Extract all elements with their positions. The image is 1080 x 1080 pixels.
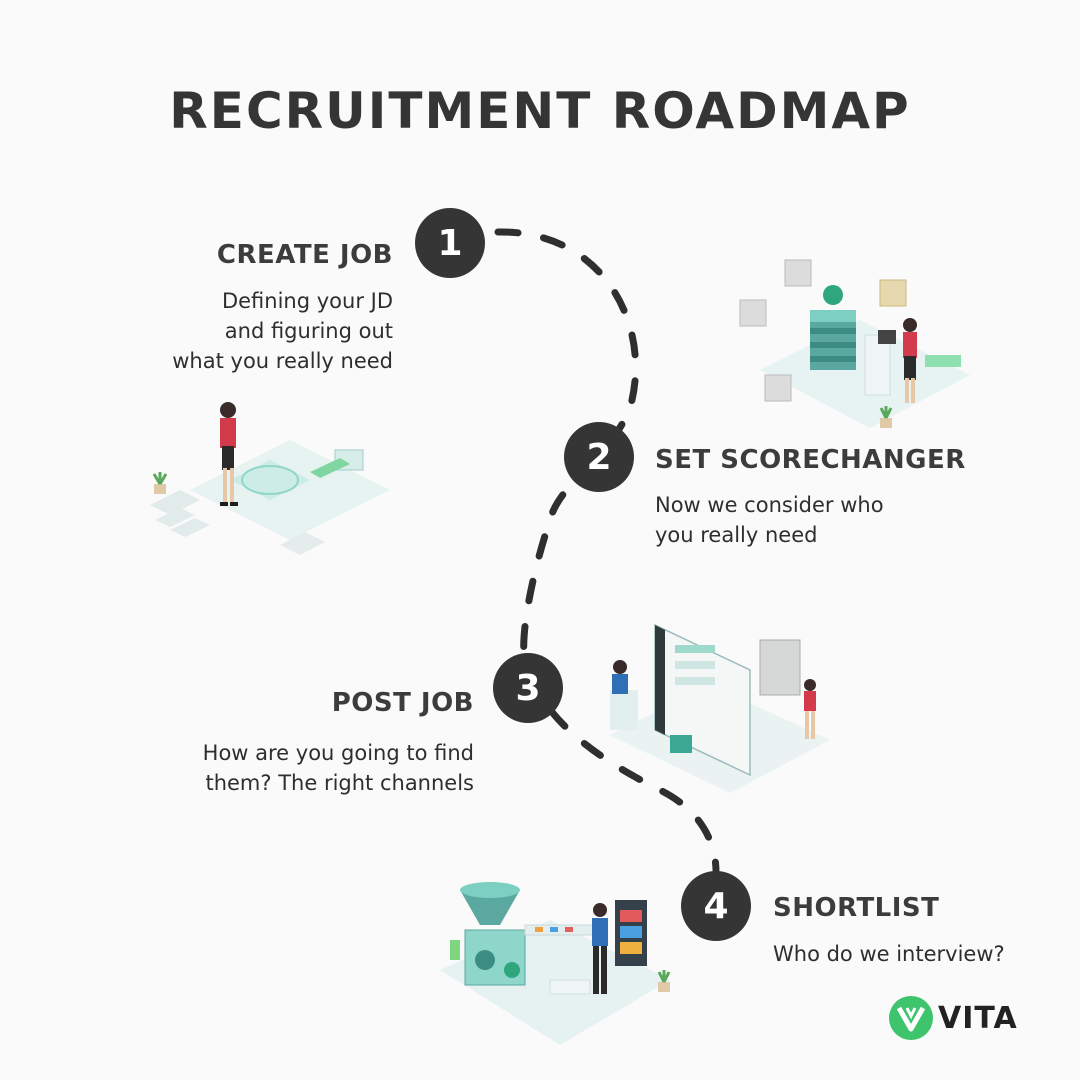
page-title: RECRUITMENT ROADMAP: [169, 82, 911, 140]
vita-logo-icon: [889, 996, 933, 1040]
scorecard-illustration: [739, 259, 970, 428]
step-3-number-badge: 3: [493, 653, 563, 723]
step-2-number-badge: 2: [564, 422, 634, 492]
step-3-description: How are you going to find them? The righ…: [202, 741, 474, 795]
step-4-number-badge: 4: [681, 871, 751, 941]
step-1-number-badge: 1: [415, 208, 485, 278]
step-2-title: SET SCORECHANGER: [655, 445, 966, 475]
step-2-description: Now we consider who you really need: [655, 493, 884, 547]
step-4-description: Who do we interview?: [773, 942, 1005, 966]
shortlist-illustration: [440, 882, 671, 1045]
step-3-title: POST JOB: [331, 688, 474, 718]
create-job-illustration: [150, 402, 390, 555]
step-1-description: Defining your JD and figuring out what y…: [172, 289, 393, 373]
step-4-title: SHORTLIST: [773, 893, 940, 923]
vita-logo: VITA: [888, 995, 1018, 1041]
step-1-title: CREATE JOB: [216, 240, 393, 270]
post-job-illustration: [610, 623, 830, 793]
brand-name: VITA: [938, 1000, 1018, 1036]
